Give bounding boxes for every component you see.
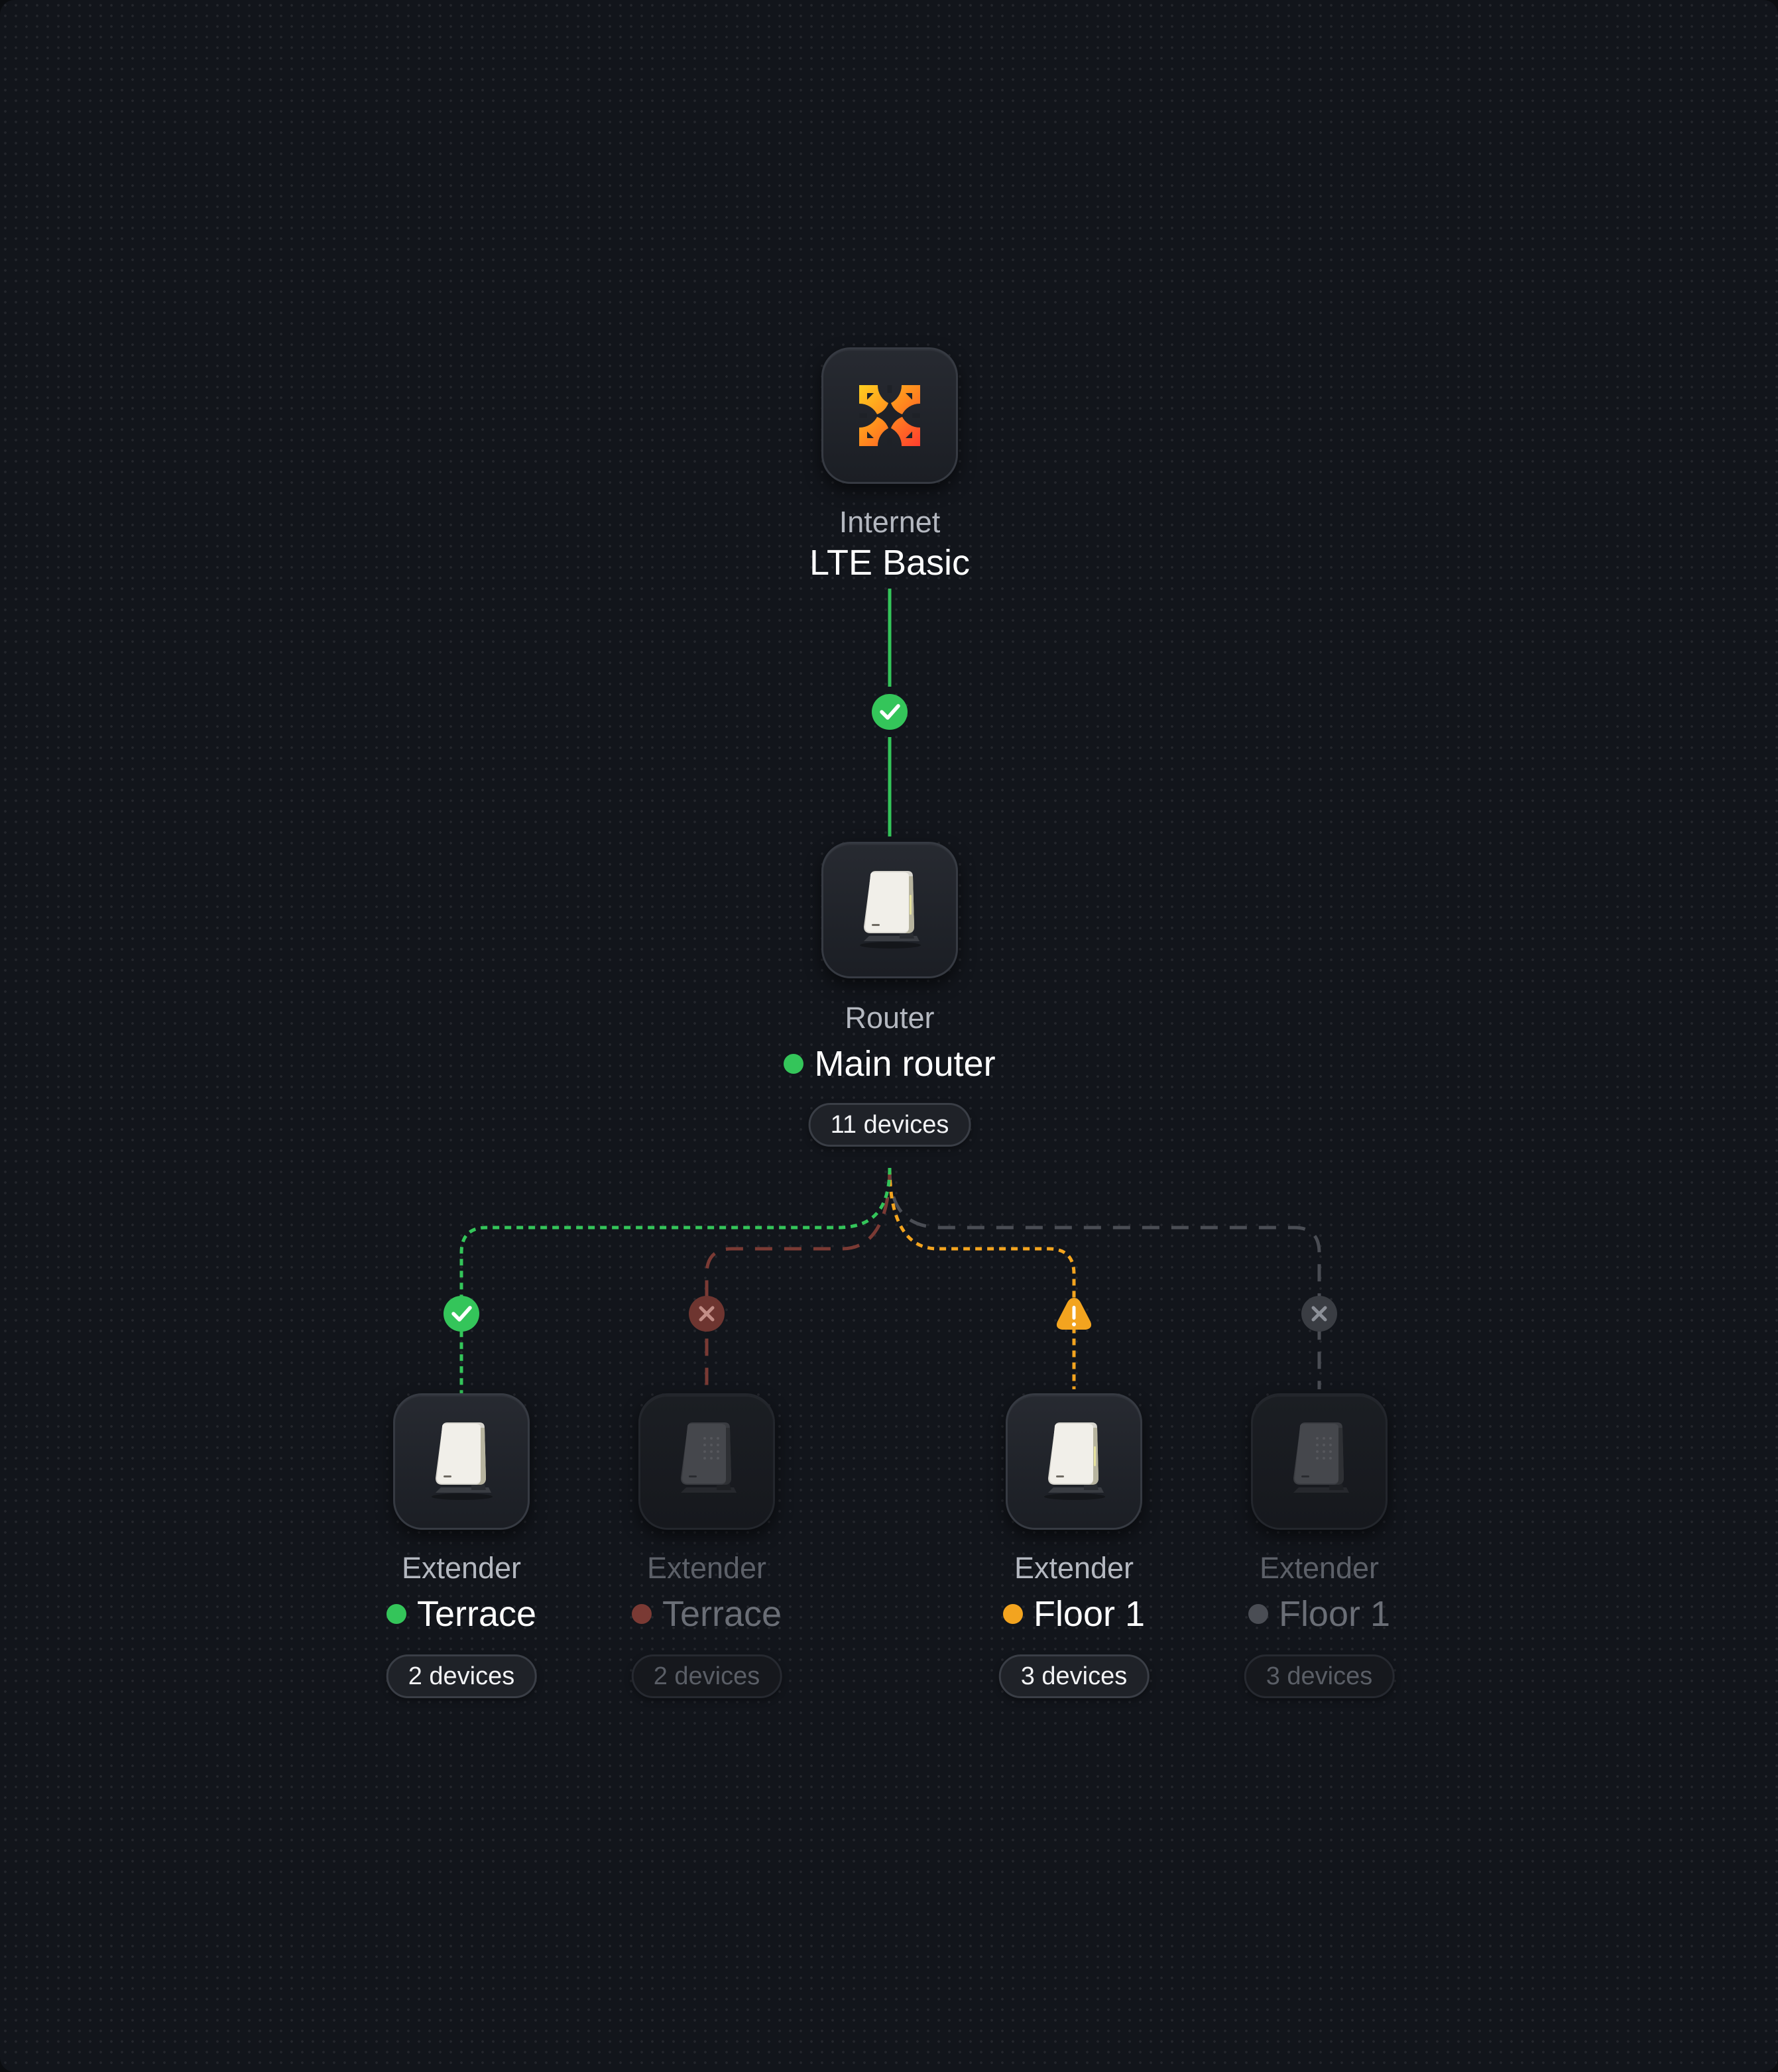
router-status-dot xyxy=(784,1054,804,1074)
internet-provider-name: LTE Basic xyxy=(809,543,971,583)
internet-kind-label: Internet xyxy=(839,505,941,539)
extender-devices-badge[interactable]: 3 devices xyxy=(1244,1654,1395,1698)
router-device-icon xyxy=(860,871,921,949)
extender-device-icon xyxy=(432,1422,493,1500)
router-node-label: Router Main router xyxy=(717,1000,1062,1086)
extender-devices-badge[interactable]: 3 devices xyxy=(998,1654,1150,1698)
extender-node-label: Extender Terrace xyxy=(289,1550,634,1636)
extender-name: Terrace xyxy=(662,1594,782,1634)
extender-name-label: Floor 1 xyxy=(1147,1592,1492,1636)
extender-device-icon xyxy=(681,1422,737,1493)
extender-devices-badge[interactable]: 2 devices xyxy=(631,1654,782,1698)
extender-node-label: Extender Floor 1 xyxy=(902,1550,1246,1636)
link-line-extender-3 xyxy=(888,1167,1076,1389)
router-name: Main router xyxy=(814,1044,996,1084)
link-line-extender-1 xyxy=(459,1167,892,1422)
extender-device-icon xyxy=(1044,1422,1105,1500)
link-line-extender-4 xyxy=(888,1167,1321,1389)
extender-device-icon xyxy=(1293,1422,1349,1493)
extender-kind-label: Extender xyxy=(646,1551,767,1585)
link-error-icon xyxy=(689,1296,725,1332)
extender-node-tile[interactable] xyxy=(638,1393,775,1530)
extender-status-dot xyxy=(386,1604,406,1624)
extender-name: Floor 1 xyxy=(1278,1594,1391,1634)
extender-name: Terrace xyxy=(416,1594,537,1634)
extender-node-tile[interactable] xyxy=(1006,1393,1142,1530)
router-node-tile[interactable] xyxy=(821,842,958,978)
provider-logo-icon xyxy=(859,385,920,446)
extender-name-label: Terrace xyxy=(289,1592,634,1636)
link-warning-icon xyxy=(1056,1298,1092,1330)
extender-kind-label: Extender xyxy=(1014,1551,1134,1585)
extender-node-tile[interactable] xyxy=(1251,1393,1388,1530)
link-line-extender-2 xyxy=(705,1167,892,1389)
internet-name-label: LTE Basic xyxy=(717,541,1062,585)
extender-node-label: Extender Terrace xyxy=(534,1550,879,1636)
extender-node-label: Extender Floor 1 xyxy=(1147,1550,1492,1636)
internet-node-label: Internet LTE Basic xyxy=(717,504,1062,585)
extender-status-dot xyxy=(1002,1604,1023,1624)
extender-node-tile[interactable] xyxy=(393,1393,530,1530)
link-offline-icon xyxy=(1301,1296,1337,1332)
router-kind-label: Router xyxy=(845,1001,935,1035)
extender-name-label: Terrace xyxy=(534,1592,879,1636)
extender-devices-badge[interactable]: 2 devices xyxy=(386,1654,537,1698)
extender-name: Floor 1 xyxy=(1033,1594,1146,1634)
extender-kind-label: Extender xyxy=(401,1551,522,1585)
router-name-label: Main router xyxy=(717,1042,1062,1086)
uplink-ok-icon xyxy=(872,694,908,730)
internet-node-tile[interactable] xyxy=(821,347,958,484)
extender-status-dot xyxy=(1248,1604,1268,1624)
extender-status-dot xyxy=(631,1604,652,1624)
extender-name-label: Floor 1 xyxy=(902,1592,1246,1636)
extender-kind-label: Extender xyxy=(1259,1551,1380,1585)
router-devices-badge[interactable]: 11 devices xyxy=(808,1103,971,1147)
link-ok-icon xyxy=(444,1296,479,1332)
